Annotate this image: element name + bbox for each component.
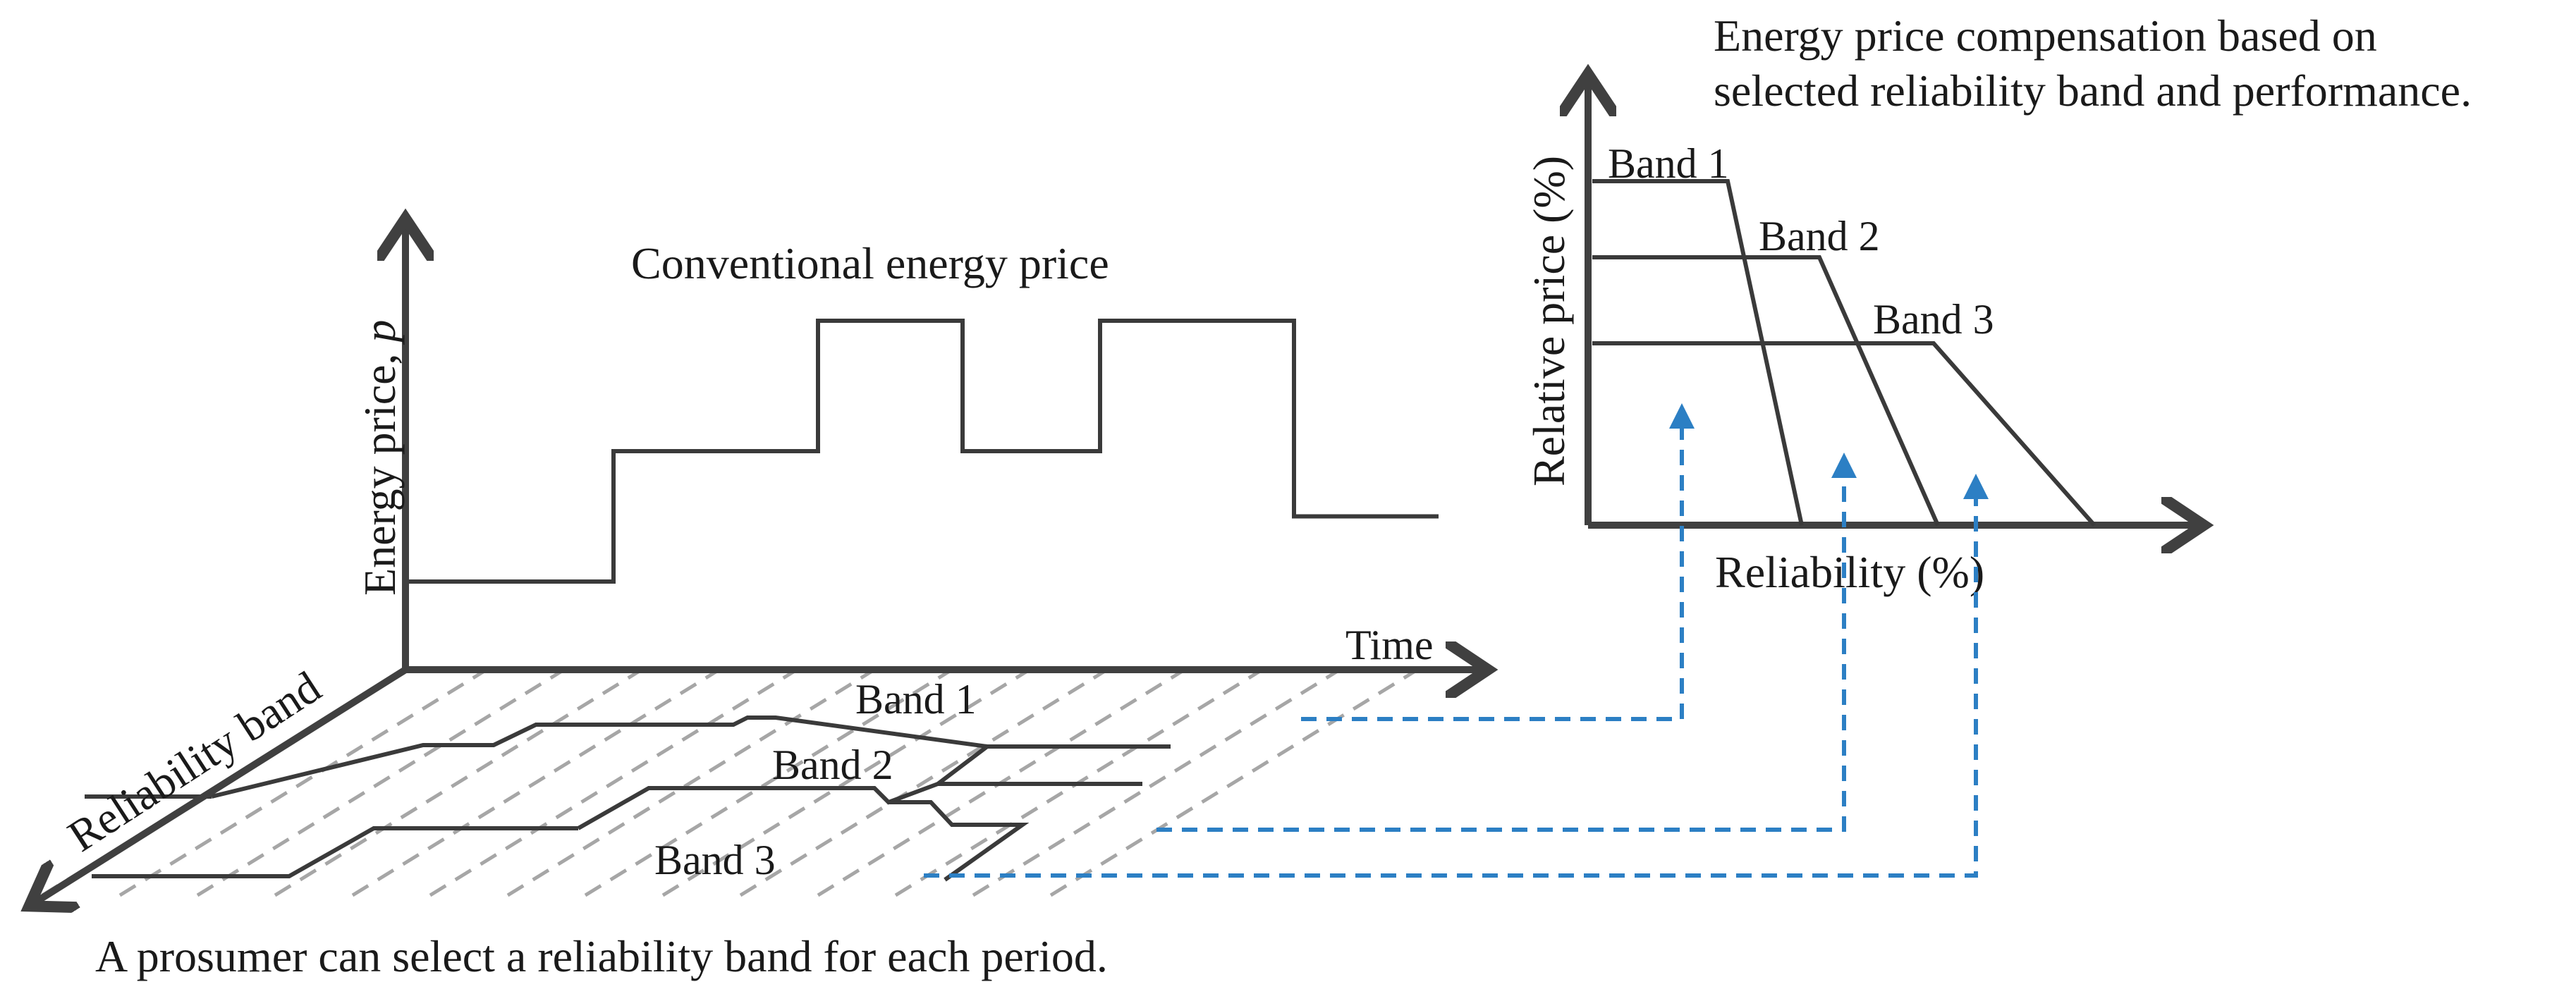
grid-line <box>118 668 488 897</box>
comp-band2-curve <box>1592 255 1940 527</box>
grid-line <box>429 668 798 897</box>
band3-path-right <box>889 800 1030 882</box>
comp-title-line1: Energy price compensation based on <box>1714 11 2377 61</box>
x-axis-label-time: Time <box>1345 622 1434 668</box>
connector-band3 <box>924 474 1989 878</box>
band3-path <box>92 826 578 878</box>
y-axis-label: Energy price, p <box>355 319 405 596</box>
depth-axis-reliability <box>35 666 408 902</box>
connector-band2 <box>1156 453 1857 832</box>
comp-band1-curve <box>1592 179 1804 526</box>
plane-band1-label: Band 1 <box>855 676 977 723</box>
compensation-chart: Band 1 Band 2 Band 3 Relative price (%) … <box>1524 11 2472 597</box>
main-chart-title: Conventional energy price <box>631 238 1109 288</box>
plane-band2-label: Band 2 <box>772 742 893 788</box>
comp-x-axis-label: Reliability (%) <box>1715 547 1984 597</box>
depth-axis-label: Reliability band <box>59 662 329 861</box>
grid-line <box>351 668 721 897</box>
band2-path-right <box>932 744 1142 786</box>
grid-line <box>584 668 953 897</box>
comp-band3-label: Band 3 <box>1873 296 1994 343</box>
main-axes <box>35 226 1481 902</box>
grid-line <box>739 668 1109 897</box>
comp-band3-curve <box>1592 341 2096 527</box>
plane-band3-label: Band 3 <box>654 837 776 883</box>
grid-line <box>1049 668 1419 897</box>
grid-line <box>274 668 643 897</box>
band-connectors <box>924 403 1989 878</box>
caption: A prosumer can select a reliability band… <box>95 931 1108 981</box>
conventional-price-curve <box>409 319 1439 584</box>
grid-line <box>506 668 876 897</box>
connector-band1 <box>1301 403 1695 721</box>
comp-band1-label: Band 1 <box>1608 140 1729 187</box>
band2-path-mid <box>577 782 939 830</box>
band-selection-path <box>85 716 1171 882</box>
comp-y-axis-label: Relative price (%) <box>1524 156 1574 486</box>
band1-path <box>211 716 1171 799</box>
grid-line <box>661 668 1031 897</box>
grid-line <box>196 668 566 897</box>
grid-line <box>972 668 1341 897</box>
band-plane-grid <box>41 668 1419 897</box>
comp-band2-label: Band 2 <box>1759 213 1880 259</box>
comp-title-line2: selected reliability band and performanc… <box>1714 66 2472 116</box>
